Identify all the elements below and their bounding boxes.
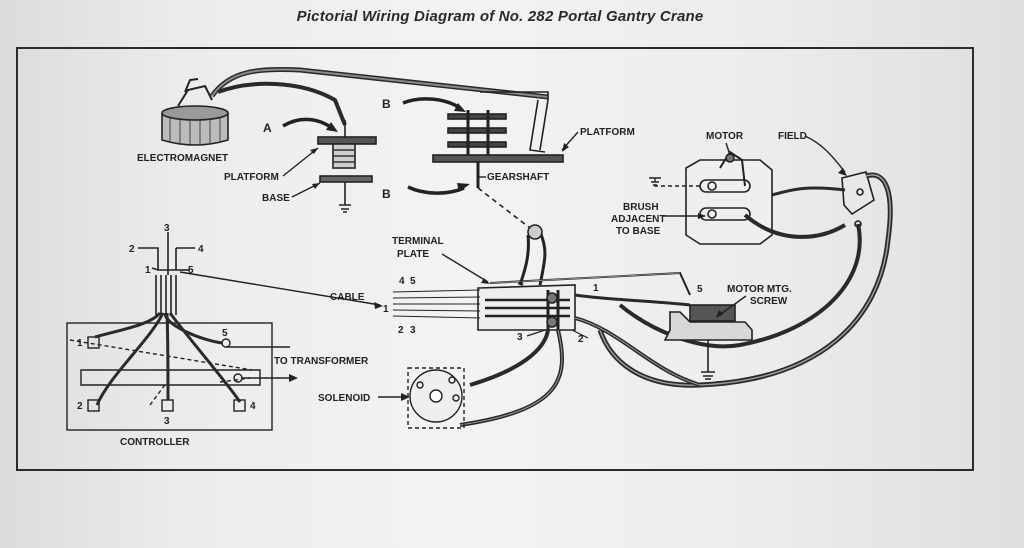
bundle-num-1: 1 xyxy=(145,265,151,276)
field-coil xyxy=(841,171,875,228)
bundle-num-2: 2 xyxy=(129,244,135,255)
field-label: FIELD xyxy=(778,131,807,142)
electromagnet-illustration xyxy=(161,78,229,146)
controller-num-2: 2 xyxy=(77,401,83,412)
cable-num-1: 1 xyxy=(383,304,389,315)
controller-num-4: 4 xyxy=(250,401,256,412)
controller xyxy=(66,322,273,431)
controller-num-3: 3 xyxy=(164,416,170,427)
controller-label: CONTROLLER xyxy=(120,437,190,448)
cable-num-5: 5 xyxy=(410,276,416,287)
page-title: Pictorial Wiring Diagram of No. 282 Port… xyxy=(296,8,704,25)
arrow-a xyxy=(282,117,334,130)
terminal-plate xyxy=(477,224,576,331)
terminal-num-1: 1 xyxy=(593,283,599,294)
terminal-plate-label-line2: PLATE xyxy=(397,249,429,260)
gearshaft-label: GEARSHAFT xyxy=(487,172,549,183)
terminal-num-3: 3 xyxy=(517,332,523,343)
terminal-num-5: 5 xyxy=(697,284,703,295)
bundle-num-3: 3 xyxy=(164,223,170,234)
cable-num-4: 4 xyxy=(399,276,405,287)
terminal-num-4: 4 xyxy=(518,278,524,289)
cable-bundle xyxy=(138,232,195,315)
arrow-a-label: A xyxy=(263,121,272,135)
solenoid-label: SOLENOID xyxy=(318,393,370,404)
motor-mount xyxy=(663,304,753,380)
controller-wires xyxy=(94,311,242,406)
brush-label-line3: TO BASE xyxy=(616,226,661,237)
arrow-b-top-label: B xyxy=(382,97,391,111)
diagram-frame xyxy=(16,47,974,471)
solenoid xyxy=(407,367,465,429)
terminal-plate-label-line1: TERMINAL xyxy=(392,236,444,247)
platform-left-label: PLATFORM xyxy=(224,172,279,183)
right-platform-assembly xyxy=(432,91,564,229)
motor-mtg-label-line2: SCREW xyxy=(750,296,788,307)
arrow-b-top xyxy=(402,97,461,110)
cable-num-3: 3 xyxy=(410,325,416,336)
controller-num-5: 5 xyxy=(222,328,228,339)
cable-num-2: 2 xyxy=(398,325,404,336)
electromagnet-label: ELECTROMAGNET xyxy=(137,153,228,164)
controller-num-1: 1 xyxy=(77,338,83,349)
brush-label-line2: ADJACENT xyxy=(611,214,665,225)
to-transformer-label: TO TRANSFORMER xyxy=(274,356,369,367)
arrow-b-bottom xyxy=(407,185,465,195)
brush-label-line1: BRUSH xyxy=(623,202,659,213)
arrow-b-bottom-label: B xyxy=(382,187,391,201)
motor-illustration xyxy=(685,150,773,245)
cable-label: CABLE xyxy=(330,292,365,303)
bundle-num-4: 4 xyxy=(198,244,204,255)
platform-right-label: PLATFORM xyxy=(580,127,635,138)
terminal-num-2: 2 xyxy=(578,334,584,345)
bundle-num-5: 5 xyxy=(188,265,194,276)
base-label: BASE xyxy=(262,193,290,204)
left-platform-base xyxy=(317,120,377,213)
motor-mtg-label-line1: MOTOR MTG. xyxy=(727,284,792,295)
motor-label: MOTOR xyxy=(706,131,744,142)
cable-wires xyxy=(392,289,481,319)
motor-ground-dashed xyxy=(654,178,700,187)
